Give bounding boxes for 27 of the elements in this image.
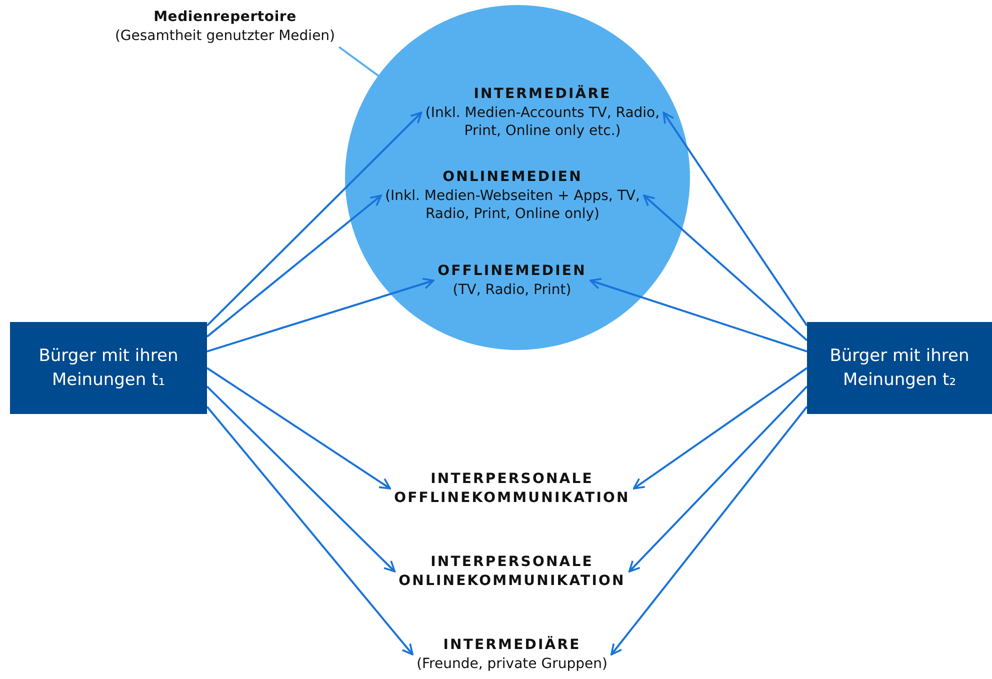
subtitle-text: (TV, Radio, Print)	[452, 281, 572, 299]
arrow	[628, 386, 808, 572]
citizen-box: Bürger mit ihren Meinungen t₂	[807, 322, 992, 414]
citizen-box: Bürger mit ihren Meinungen t₁	[10, 322, 207, 414]
arrow	[206, 112, 422, 326]
heading-text: INTERPERSONALE OFFLINEKOMMUNIKATION	[393, 470, 631, 508]
subtitle-text: (Gesamtheit genutzter Medien)	[114, 27, 336, 45]
arrow	[610, 406, 808, 656]
heading-text: OFFLINEMEDIEN	[436, 262, 588, 281]
heading-text: INTERMEDIÄRE	[472, 85, 612, 104]
subtitle-text: (Inkl. Medien-Webseiten + Apps, TV, Radio, Print, Online only)	[384, 187, 641, 223]
arrow	[206, 278, 434, 352]
leader-line	[338, 46, 379, 76]
heading-text: Medienrepertoire	[152, 8, 298, 27]
arrow	[206, 194, 382, 338]
arrow	[643, 194, 808, 342]
arrow	[632, 367, 808, 490]
heading-text: INTERMEDIÄRE	[442, 636, 582, 655]
subtitle-text: (Inkl. Medien-Accounts TV, Radio, Print, Online only etc.)	[424, 104, 661, 140]
arrow	[206, 386, 396, 572]
heading-text: INTERPERSONALE ONLINEKOMMUNIKATION	[398, 553, 626, 591]
arrow	[590, 278, 808, 352]
arrow	[206, 406, 414, 656]
subtitle-text: (Freunde, private Gruppen)	[416, 655, 608, 673]
heading-text: ONLINEMEDIEN	[442, 168, 584, 187]
arrow	[206, 367, 391, 490]
arrow	[662, 112, 808, 326]
